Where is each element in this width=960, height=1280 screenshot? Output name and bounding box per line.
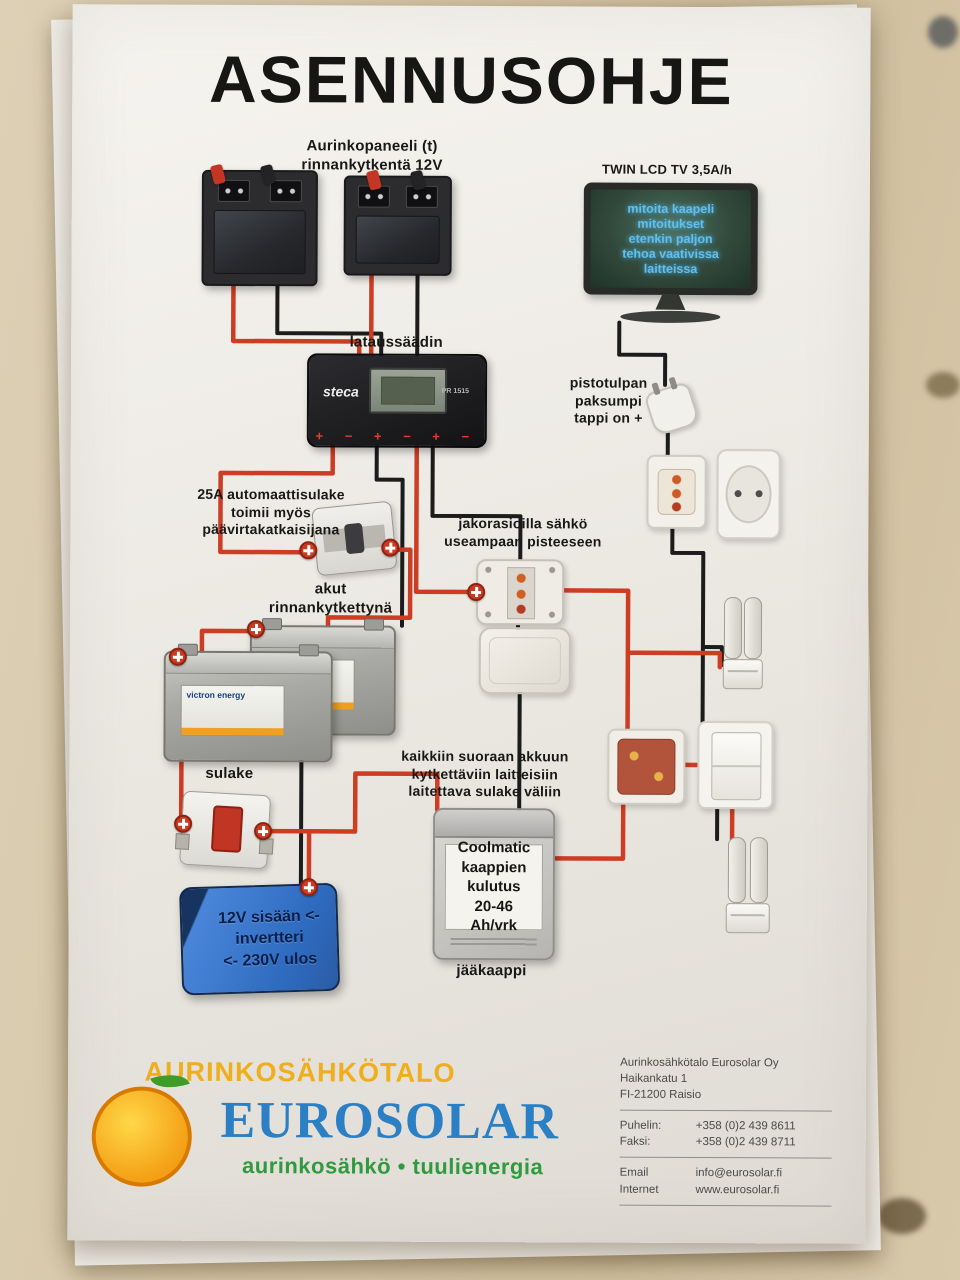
inverter: 12V sisään <- invertteri <- 230V ulos xyxy=(179,882,341,996)
inverter-text: 12V sisään <- invertteri <- 230V ulos xyxy=(217,906,321,970)
tv-screen: mitoita kaapeli mitoitukset etenkin palj… xyxy=(590,189,751,289)
fuse-lug xyxy=(258,837,274,855)
panel-glass xyxy=(355,215,440,264)
phone-label: Puhelin: xyxy=(619,1119,662,1133)
lamp-tube xyxy=(727,837,747,904)
battery-label: victron energy xyxy=(180,684,285,737)
wire-connector-plus xyxy=(467,582,486,602)
label-fridge: jääkaappi xyxy=(456,961,527,980)
junction-box-lid xyxy=(478,627,571,695)
cfl-lamp-1 xyxy=(720,597,766,690)
fridge-consumption-label: Coolmatic kaappien kulutus 20-46 Ah/vrk xyxy=(444,839,544,934)
email-value: info@eurosolar.fi xyxy=(695,1167,783,1180)
wire-connector-plus xyxy=(299,878,318,897)
brand-name: EUROSOLAR xyxy=(220,1091,560,1151)
lamp-base xyxy=(722,659,763,690)
panel-glass xyxy=(213,209,306,275)
solar-panel-junction-box-1 xyxy=(201,163,318,287)
fridge: Coolmatic kaappien kulutus 20-46 Ah/vrk xyxy=(432,807,556,961)
socket-hole xyxy=(755,490,763,498)
contact-address1: Haikankatu 1 xyxy=(619,1072,688,1086)
contact-divider xyxy=(619,1157,832,1160)
page-title: ASENNUSOHJE xyxy=(208,41,734,119)
wire-connector-plus xyxy=(246,620,266,639)
web-value: www.eurosolar.fi xyxy=(695,1183,780,1196)
wire-socket-switch-negative xyxy=(670,520,706,726)
label-plug: pistotulpan paksumpi tappi on + xyxy=(569,374,648,426)
wire-connector-plus xyxy=(381,538,400,557)
wood-knot xyxy=(878,1198,926,1234)
fax-value: +358 (0)2 439 8711 xyxy=(695,1136,796,1149)
battery-terminal xyxy=(363,618,385,631)
wire-connector-plus xyxy=(254,822,273,841)
lamp-tube xyxy=(723,597,743,660)
label-fuse: sulake xyxy=(205,764,254,783)
contact-email-row: Email info@eurosolar.fi xyxy=(620,1165,832,1182)
controller-brand: steca xyxy=(322,383,359,400)
rocker-switch xyxy=(697,720,774,810)
wire-fridge-switch-positive xyxy=(548,798,626,861)
fuse-lug xyxy=(174,833,190,850)
label-controller: lataussäädin xyxy=(349,333,443,351)
label-tv: TWIN LCD TV 3,5A/h xyxy=(601,161,733,178)
lamp-base xyxy=(725,903,770,934)
contact-web-row: Internet www.eurosolar.fi xyxy=(619,1181,831,1198)
junction-box-open xyxy=(475,559,565,626)
tv-stand-base xyxy=(620,310,721,324)
battery-terminal xyxy=(298,644,319,657)
solar-panel-junction-box-2 xyxy=(343,169,452,276)
switch-core xyxy=(617,738,676,795)
wall-socket-schuko xyxy=(716,449,781,540)
socket-hole xyxy=(734,490,742,498)
fridge-lid xyxy=(435,809,554,839)
fuse-element xyxy=(210,805,244,853)
wire-connector-plus xyxy=(299,541,318,560)
fax-label: Faksi: xyxy=(619,1136,651,1149)
battery-brand: victron energy xyxy=(186,689,246,701)
contact-divider xyxy=(619,1109,832,1112)
controller-model: PR 1515 xyxy=(441,387,470,395)
battery-1: victron energy xyxy=(163,643,333,763)
label-batteries: akut rinnankytkettynä xyxy=(268,580,393,617)
controller-display xyxy=(368,367,448,414)
wall-socket-open xyxy=(646,454,707,530)
tv: mitoita kaapeli mitoitukset etenkin palj… xyxy=(583,182,758,324)
charge-controller: steca PR 1515 + − + − + − xyxy=(306,353,488,449)
contact-divider xyxy=(619,1204,832,1207)
wire-lamp1-positive xyxy=(625,650,723,670)
switch-mechanism xyxy=(607,728,686,805)
wire-battery-inverter-negative xyxy=(298,757,304,886)
phone-value: +358 (0)2 439 8611 xyxy=(695,1120,796,1133)
wire-connector-plus xyxy=(168,647,187,666)
tv-frame: mitoita kaapeli mitoitukset etenkin palj… xyxy=(583,182,758,296)
wire-connector-plus xyxy=(174,814,193,833)
panel-terminal xyxy=(217,179,250,203)
wood-chip xyxy=(928,16,958,48)
instruction-sheet: ASENNUSOHJE Aurinkopaneeli (t) rinnankyt… xyxy=(67,4,871,1244)
socket-terminals xyxy=(657,468,696,515)
label-fuse-note: kaikkiin suoraan akkuun kytkettäviin lai… xyxy=(401,747,569,800)
wood-knot xyxy=(926,372,960,398)
label-junction-boxes: jakorasioilla sähkö useampaan pisteeseen xyxy=(444,514,602,550)
contact-company: Aurinkosähkötalo Eurosolar Oy xyxy=(620,1056,779,1070)
lamp-tube xyxy=(743,597,763,660)
label-breaker: 25A automaattisulake toimii myös päävirt… xyxy=(197,485,345,538)
panel-terminal xyxy=(269,180,302,203)
cfl-lamp-2 xyxy=(723,837,773,934)
email-label: Email xyxy=(619,1167,649,1180)
junction-terminal-strip xyxy=(507,567,535,620)
contact-fax-row: Faksi: +358 (0)2 439 8711 xyxy=(620,1134,832,1151)
switch-rocker xyxy=(710,732,762,801)
brand-tagline-bottom: aurinkosähkö • tuulienergia xyxy=(242,1153,544,1180)
contact-phone-row: Puhelin: +358 (0)2 439 8611 xyxy=(620,1118,832,1135)
controller-terminal-marks: + − + − + − xyxy=(315,428,479,445)
contact-address2: FI-21200 Raisio xyxy=(619,1088,702,1102)
contact-block: Aurinkosähkötalo Eurosolar Oy Haikankatu… xyxy=(619,1055,832,1214)
lamp-tube xyxy=(749,837,769,904)
tv-stand-neck xyxy=(655,295,685,310)
web-label: Internet xyxy=(619,1183,659,1196)
label-solar-panels: Aurinkopaneeli (t) rinnankytkentä 12V xyxy=(301,137,443,174)
tv-screen-text: mitoita kaapeli mitoitukset etenkin palj… xyxy=(622,201,719,276)
